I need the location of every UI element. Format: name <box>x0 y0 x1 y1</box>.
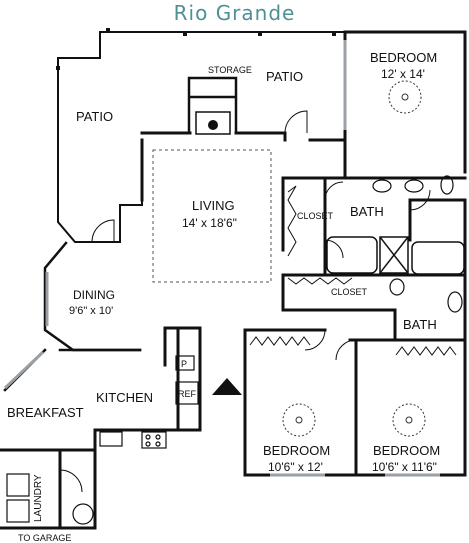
storage-label: STORAGE <box>208 65 252 75</box>
shower-icon <box>379 236 409 274</box>
ceiling-fan-icon <box>392 403 426 437</box>
post <box>106 28 110 32</box>
door <box>324 181 344 201</box>
water-heater-icon <box>72 503 94 525</box>
door <box>409 189 431 211</box>
refrigerator-box <box>175 381 199 405</box>
bedroom-2-size: 10'6" x 12' <box>268 460 323 474</box>
window <box>3 350 45 390</box>
closet-rod <box>287 185 297 257</box>
bath-master-label: BATH <box>350 204 384 219</box>
bath-hall-label: BATH <box>403 317 437 332</box>
patio-boundary <box>57 31 346 243</box>
living-size: 14' x 18'6" <box>182 216 237 230</box>
closet-rod <box>395 346 457 356</box>
bedroom-2-label: BEDROOM <box>263 443 330 458</box>
pantry-box <box>175 355 195 371</box>
patio-left-label: PATIO <box>76 109 113 124</box>
dining-label: DINING <box>73 288 115 302</box>
post <box>56 66 60 70</box>
garage-exit-label: TO GARAGE <box>18 533 71 543</box>
post <box>183 32 187 36</box>
kitchen-label: KITCHEN <box>96 390 153 405</box>
ceiling-fan-icon <box>388 80 422 114</box>
fireplace-icon <box>195 111 231 135</box>
pantry-label: P <box>181 359 187 369</box>
patio-right-label: PATIO <box>266 69 303 84</box>
bathtub-icon <box>411 241 465 275</box>
sink-icon <box>404 179 424 193</box>
bedroom-master-size: 12' x 14' <box>381 67 425 81</box>
door <box>91 219 115 243</box>
laundry-label: LAUNDRY <box>33 474 44 522</box>
bedroom-3-size: 10'6" x 11'6" <box>372 460 437 474</box>
master-bath-walls <box>281 138 467 277</box>
kitchen-walls <box>0 326 202 530</box>
bedroom-3-label: BEDROOM <box>373 443 440 458</box>
sink-icon <box>99 431 123 447</box>
plan-title: Rio Grande <box>173 1 296 25</box>
living-ceiling-outline <box>152 149 272 283</box>
closet-rod <box>287 277 353 285</box>
toilet-icon <box>440 175 454 195</box>
washer-icon <box>6 473 30 497</box>
door <box>284 110 308 134</box>
stove-icon <box>141 431 167 449</box>
entry-arrow-icon <box>212 378 242 395</box>
sink-icon <box>447 291 463 313</box>
closet-rod <box>249 336 311 346</box>
sink-icon <box>372 179 392 193</box>
ceiling-fan-icon <box>282 403 316 437</box>
closet-hall-label: CLOSET <box>331 287 368 297</box>
hall-walls <box>243 273 467 477</box>
toilet-icon <box>389 278 405 296</box>
post <box>258 32 262 36</box>
living-label: LIVING <box>192 198 235 213</box>
living-walls <box>140 131 347 252</box>
dining-size: 9'6" x 10' <box>69 305 113 317</box>
breakfast-label: BREAKFAST <box>7 405 84 420</box>
door <box>59 469 83 493</box>
bedroom-master-label: BEDROOM <box>370 50 437 65</box>
bathtub-icon <box>326 236 378 274</box>
post <box>332 32 336 36</box>
storage-walls <box>187 76 238 135</box>
closet-master-label: CLOSET <box>297 211 334 221</box>
dryer-icon <box>6 499 30 523</box>
refrigerator-label: REF <box>178 389 197 399</box>
door <box>335 339 357 361</box>
door <box>304 329 326 351</box>
